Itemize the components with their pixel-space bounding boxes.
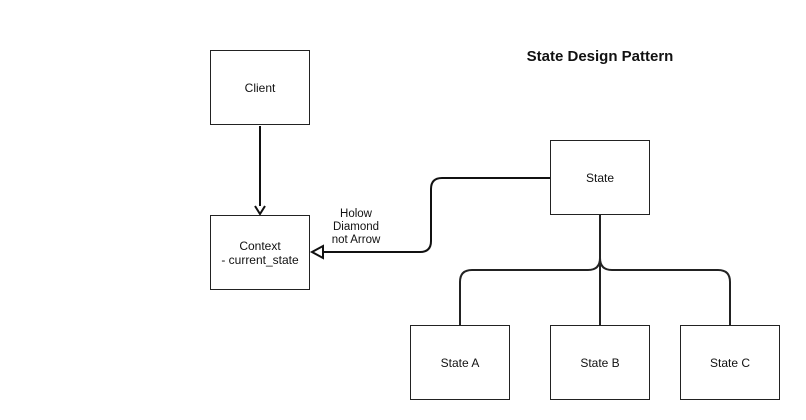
hollow-arrowhead <box>309 244 324 260</box>
annotation-line-2: Diamond <box>332 221 380 233</box>
diagram-title: State Design Pattern <box>526 48 674 65</box>
state-to-state-a-edge <box>459 215 601 325</box>
client-node: Client <box>210 50 310 125</box>
state-b-label: State B <box>580 355 620 370</box>
client-label: Client <box>244 80 276 95</box>
context-attribute: - current_state <box>221 252 299 267</box>
state-c-node: State C <box>680 325 780 400</box>
client-to-context-arrowhead <box>254 205 266 216</box>
annotation-line-1: Holow <box>340 208 372 220</box>
state-to-context-edge <box>323 177 550 253</box>
edge-annotation: Holow Diamond not Arrow <box>318 208 394 247</box>
context-label: Context <box>239 238 281 253</box>
state-to-state-c-edge <box>599 215 731 325</box>
annotation-line-3: not Arrow <box>331 234 381 246</box>
state-node: State <box>550 140 650 215</box>
state-b-node: State B <box>550 325 650 400</box>
state-a-label: State A <box>440 355 480 370</box>
state-c-label: State C <box>709 355 751 370</box>
context-node: Context - current_state <box>210 215 310 290</box>
state-label: State <box>585 170 615 185</box>
state-a-node: State A <box>410 325 510 400</box>
